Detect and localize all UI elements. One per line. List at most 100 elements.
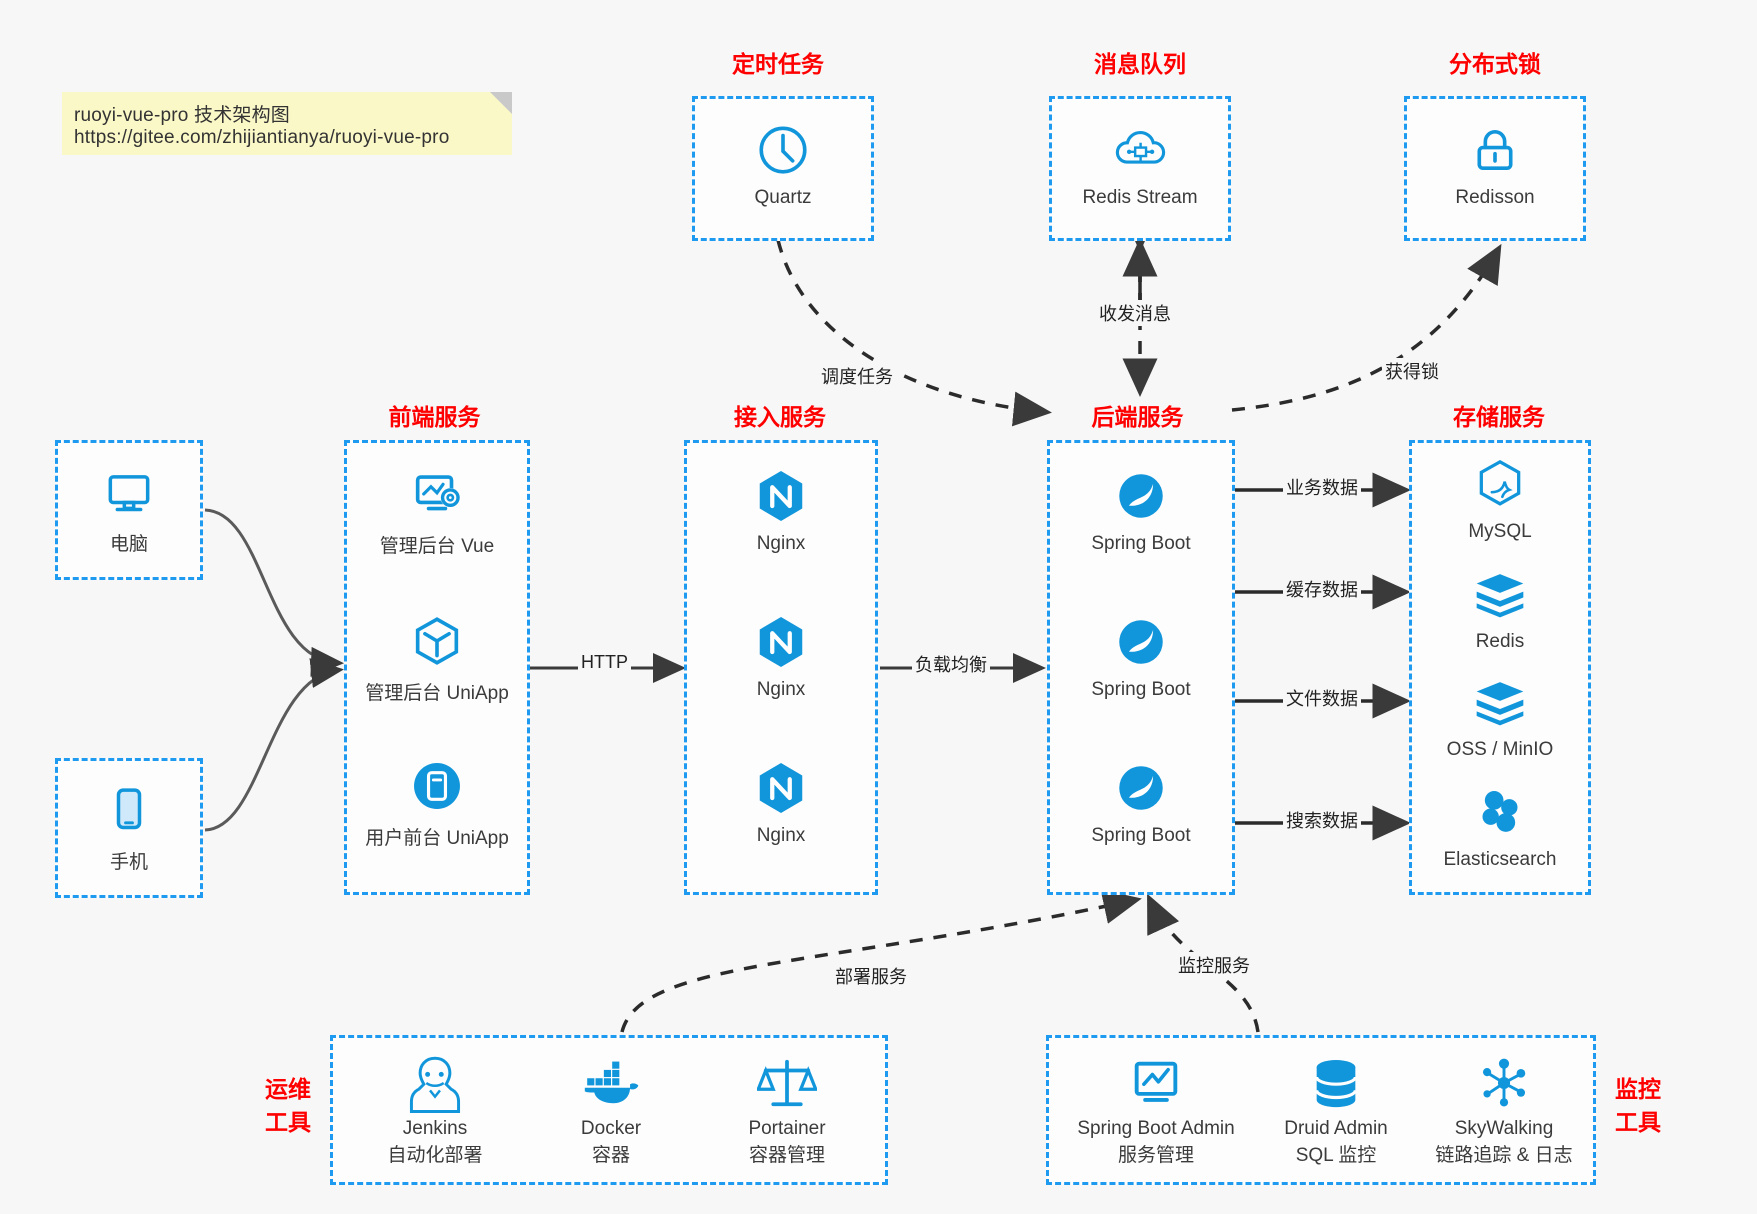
node-sublabel: 容器管理	[748, 1145, 825, 1166]
group-devops-tools: Jenkins 自动化部署 Docker 容器	[330, 1035, 888, 1185]
nginx-icon	[687, 465, 875, 527]
mobile-icon	[58, 779, 200, 841]
dashboard-gear-icon	[347, 463, 527, 525]
monitor-chart-icon	[1061, 1052, 1251, 1114]
node-label: Redis Stream	[1082, 187, 1198, 208]
node-label: Spring Boot	[1091, 825, 1191, 846]
node-label: Redisson	[1455, 187, 1535, 208]
docker-icon	[531, 1052, 691, 1114]
node-spring-boot-1[interactable]: Spring Boot	[1050, 465, 1232, 555]
node-desktop[interactable]: 电脑	[58, 461, 200, 556]
node-label: 管理后台 UniApp	[365, 683, 509, 704]
cube-icon	[347, 610, 527, 672]
node-label: Spring Boot	[1091, 679, 1191, 700]
group-title-distributed-lock: 分布式锁	[1449, 51, 1541, 77]
node-label: MySQL	[1468, 521, 1532, 542]
group-storage: MySQL Redis OSS / MinIO	[1409, 440, 1591, 895]
group-monitoring-tools: Spring Boot Admin 服务管理 Druid Admin SQL 监…	[1046, 1035, 1596, 1185]
app-window-icon	[347, 755, 527, 817]
node-mysql[interactable]: MySQL	[1412, 453, 1588, 543]
node-spring-boot-admin[interactable]: Spring Boot Admin 服务管理	[1061, 1052, 1251, 1167]
redis-icon	[1412, 563, 1588, 625]
node-label: Jenkins	[402, 1118, 468, 1139]
edge-label-acquire-lock: 获得锁	[1382, 358, 1442, 384]
group-title-storage: 存储服务	[1453, 404, 1545, 430]
group-scheduled-task: Quartz	[692, 96, 874, 241]
group-title-monitoring-line1: 监控	[1615, 1076, 1661, 1102]
node-redis[interactable]: Redis	[1412, 563, 1588, 653]
node-druid-admin[interactable]: Druid Admin SQL 监控	[1241, 1052, 1431, 1167]
node-oss-minio[interactable]: OSS / MinIO	[1412, 671, 1588, 761]
node-label: Redis	[1475, 631, 1525, 652]
node-label: Docker	[580, 1118, 642, 1139]
node-sublabel: SQL 监控	[1295, 1145, 1377, 1166]
node-skywalking[interactable]: SkyWalking 链路追踪 & 日志	[1409, 1052, 1599, 1167]
skywalking-icon	[1409, 1052, 1599, 1114]
desktop-icon	[58, 461, 200, 523]
node-nginx-3[interactable]: Nginx	[687, 757, 875, 847]
spring-boot-icon	[1050, 757, 1232, 819]
node-label: Portainer	[748, 1118, 826, 1139]
spring-boot-icon	[1050, 465, 1232, 527]
node-jenkins[interactable]: Jenkins 自动化部署	[355, 1052, 515, 1167]
nginx-icon	[687, 757, 875, 819]
redis-icon	[1412, 671, 1588, 733]
group-title-gateway: 接入服务	[734, 404, 826, 430]
note-title: ruoyi-vue-pro 技术架构图	[74, 105, 291, 126]
node-elasticsearch[interactable]: Elasticsearch	[1412, 781, 1588, 871]
edge-label-search-data: 搜索数据	[1283, 807, 1361, 833]
group-title-devops-line2: 工具	[265, 1109, 311, 1135]
node-portainer[interactable]: Portainer 容器管理	[707, 1052, 867, 1167]
node-label: Spring Boot	[1091, 533, 1191, 554]
edge-label-load-balance: 负载均衡	[912, 651, 990, 677]
group-title-frontend: 前端服务	[388, 404, 481, 430]
group-backend: Spring Boot Spring Boot Spring Boot	[1047, 440, 1235, 895]
node-redis-stream[interactable]: Redis Stream	[1052, 119, 1228, 209]
node-spring-boot-3[interactable]: Spring Boot	[1050, 757, 1232, 847]
node-label: Elasticsearch	[1443, 849, 1557, 870]
group-title-monitoring-line2: 工具	[1615, 1109, 1661, 1135]
group-frontend: 管理后台 Vue 管理后台 UniApp 用户前台 UniApp	[344, 440, 530, 895]
edge-label-cache-data: 缓存数据	[1283, 576, 1361, 602]
group-client-desktop: 电脑	[55, 440, 203, 580]
edge-label-deploy-service: 部署服务	[832, 963, 910, 989]
node-label: Druid Admin	[1284, 1118, 1388, 1139]
node-redisson[interactable]: Redisson	[1407, 119, 1583, 209]
node-label: Nginx	[756, 679, 806, 700]
node-docker[interactable]: Docker 容器	[531, 1052, 691, 1167]
group-title-devops-line1: 运维	[265, 1076, 311, 1102]
node-admin-uniapp[interactable]: 管理后台 UniApp	[347, 610, 527, 705]
scales-icon	[707, 1052, 867, 1114]
node-quartz[interactable]: Quartz	[695, 119, 871, 209]
elasticsearch-icon	[1412, 781, 1588, 843]
group-message-queue: Redis Stream	[1049, 96, 1231, 241]
node-label: Nginx	[756, 825, 806, 846]
cloud-stream-icon	[1052, 119, 1228, 181]
node-admin-vue[interactable]: 管理后台 Vue	[347, 463, 527, 558]
mysql-icon	[1412, 453, 1588, 515]
group-distributed-lock: Redisson	[1404, 96, 1586, 241]
node-nginx-2[interactable]: Nginx	[687, 611, 875, 701]
node-mobile[interactable]: 手机	[58, 779, 200, 874]
node-spring-boot-2[interactable]: Spring Boot	[1050, 611, 1232, 701]
edge-label-monitor-service: 监控服务	[1175, 952, 1253, 978]
node-sublabel: 服务管理	[1117, 1145, 1194, 1166]
note-url: https://gitee.com/zhijiantianya/ruoyi-vu…	[74, 127, 450, 148]
node-user-uniapp[interactable]: 用户前台 UniApp	[347, 755, 527, 850]
edge-label-business-data: 业务数据	[1283, 474, 1361, 500]
node-nginx-1[interactable]: Nginx	[687, 465, 875, 555]
group-title-backend: 后端服务	[1091, 404, 1184, 430]
node-label: 电脑	[109, 534, 148, 555]
note-fold-icon	[490, 92, 512, 114]
node-label: 用户前台 UniApp	[365, 828, 509, 849]
node-sublabel: 容器	[591, 1145, 630, 1166]
group-gateway: Nginx Nginx Nginx	[684, 440, 878, 895]
node-label: OSS / MinIO	[1446, 739, 1554, 760]
clock-icon	[695, 119, 871, 181]
nginx-icon	[687, 611, 875, 673]
node-sublabel: 链路追踪 & 日志	[1435, 1145, 1573, 1166]
edge-label-schedule-task: 调度任务	[818, 363, 896, 389]
node-label: SkyWalking	[1454, 1118, 1554, 1139]
jenkins-icon	[355, 1052, 515, 1114]
